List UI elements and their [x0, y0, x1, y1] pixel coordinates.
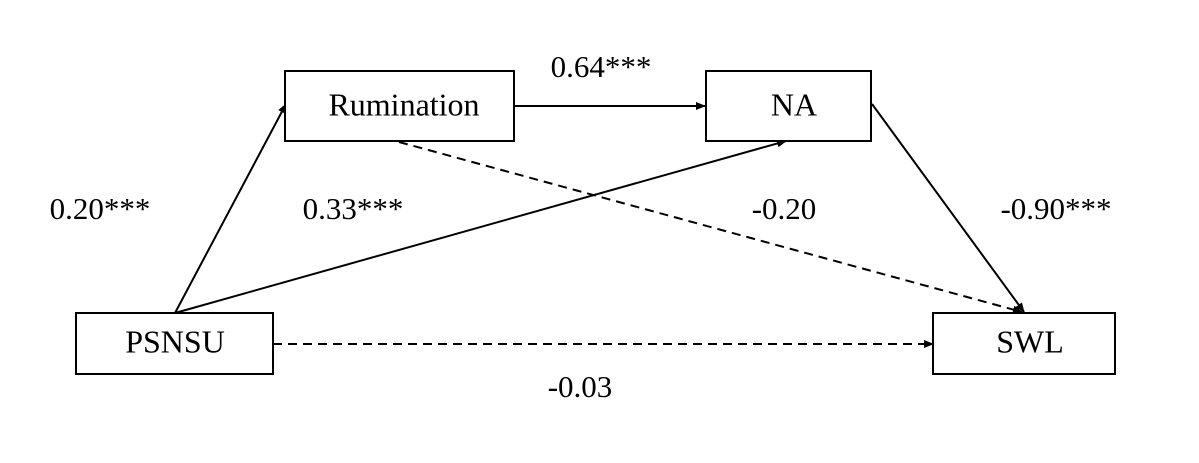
node-rumination-label: Rumination — [328, 86, 479, 122]
path-na-to-swl — [871, 103, 1025, 313]
node-na-box — [705, 70, 872, 142]
node-rumination: Rumination — [284, 70, 515, 142]
coef-psnsu-na: 0.33*** — [303, 191, 404, 226]
node-psnsu: PSNSU — [75, 312, 274, 375]
node-rumination-box — [284, 70, 515, 142]
node-swl-box — [932, 312, 1116, 375]
coef-psnsu-swl: -0.03 — [548, 369, 613, 404]
path-psnsu-to-rumination — [174, 103, 287, 314]
node-na: NA — [705, 70, 872, 142]
coef-na-swl: -0.90*** — [1000, 191, 1111, 226]
node-na-label: NA — [771, 86, 817, 122]
coef-rumination-swl: -0.20 — [752, 191, 817, 226]
path-psnsu-to-na — [174, 139, 787, 314]
path-rumination-to-swl — [398, 141, 1023, 314]
coef-psnsu-rumination: 0.20*** — [50, 191, 151, 226]
node-psnsu-label: PSNSU — [125, 323, 225, 359]
coef-rumination-na: 0.64*** — [551, 49, 652, 84]
node-psnsu-box — [75, 312, 274, 375]
node-swl-label: SWL — [996, 323, 1064, 359]
node-swl: SWL — [932, 312, 1116, 375]
